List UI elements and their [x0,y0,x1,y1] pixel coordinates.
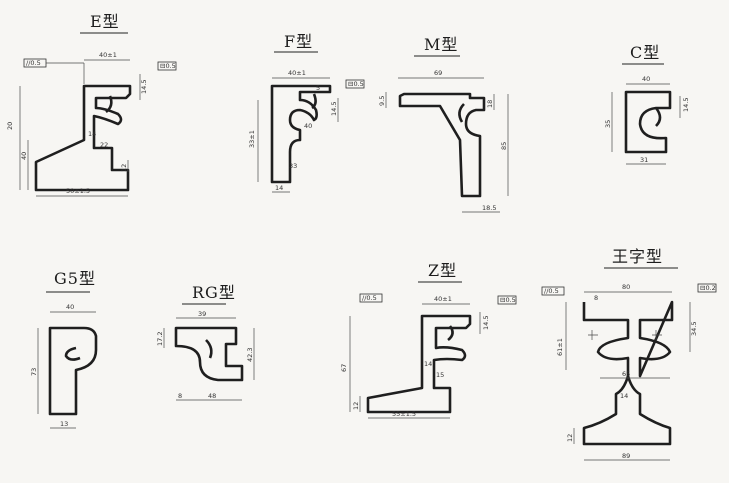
dim-label: 40±1 [99,51,117,59]
dim-label: 14 [424,360,432,368]
rg-hook [205,339,213,359]
dim-label: 55±1.5 [392,410,416,418]
dim-label: 18 [486,100,494,108]
dim-label: 40 [20,152,28,160]
profile-outline-z [366,314,472,414]
tag-flat [697,283,717,293]
dim-label: 50±1.5 [66,187,90,195]
tag-flat [497,295,517,305]
dim-label: 89 [622,452,630,460]
dim-label: 14.5 [682,98,690,112]
tag-label: //0.5 [544,287,559,295]
dim-label: 35 [604,120,612,128]
profile-m: M型 69 9.5 18 85 18.5 [378,35,509,213]
z-hook-inner [447,325,454,342]
dim-label: 14 [88,130,96,138]
dim-label: 13 [60,420,68,428]
tag-label: //0.5 [26,59,41,67]
dim-label: 40±1 [434,295,452,303]
dim-label: 12 [566,434,574,442]
dim-label: 48 [208,392,216,400]
profile-z: Z型 //0.5 ⊟0.5 40±1 14.5 14 15 67 12 55±1… [340,261,517,419]
dim-label: 12 [352,402,360,410]
dim-label: 61±1 [556,338,564,356]
profile-outline-wangzi [582,300,674,446]
tag-parallel [541,286,565,296]
profile-outline-m [398,92,486,198]
dim-label: 14.5 [330,102,338,116]
dim-label: 5 [316,84,320,92]
profile-outline-f [270,84,332,184]
dim-label: 15 [436,371,444,379]
dim-label: 65 [622,370,630,378]
e-hook-inner [105,95,113,114]
tag-label: ⊟0.5 [160,62,176,70]
tag-flat [345,79,365,89]
center-mark [588,330,598,340]
profile-wangzi: 王字型 //0.5 ⊟0.2 80 8 34.5 65 14 61±1 12 8… [541,247,717,461]
c-lip [654,107,662,127]
profile-f: F型 40±1 5 ⊟0.5 14.5 33 33±1 14 40 [248,32,365,193]
g5-notch [64,346,81,361]
title-m: M型 [424,35,458,54]
title-z: Z型 [428,261,457,280]
tag-label: //0.5 [362,294,377,302]
dim-label: 18.5 [482,204,496,212]
profile-e: E型 //0.5 ⊟0.5 40±1 14.5 20 40 14 22 12 5… [6,12,177,197]
dim-label: 39 [198,310,206,318]
profile-outline-c [624,90,672,154]
dim-label: 9.5 [378,96,386,106]
dim-label: 40±1 [288,69,306,77]
dim-label: 14 [620,392,628,400]
dim-label: 40 [642,75,650,83]
title-e: E型 [90,12,120,31]
dim-label: 14.5 [482,316,490,330]
dim-label: 33±1 [248,130,256,148]
dim-label: 31 [640,156,648,164]
dim-label: 85 [500,142,508,150]
tag-label: ⊟0.5 [500,296,516,304]
f-hook-inner [311,93,317,110]
center-mark [652,330,662,340]
profile-rg: RG型 39 17.2 42.3 8 48 [156,283,255,401]
title-f: F型 [284,32,313,51]
dim-label: 8 [594,294,598,302]
dim-label: 40 [304,122,312,130]
dim-label: 22 [100,141,108,149]
dim-label: 40 [66,303,74,311]
dim-label: 69 [434,69,442,77]
dim-label: 33 [289,162,297,170]
dim-label: 67 [340,364,348,372]
tag-label: ⊟0.2 [700,284,716,292]
dim-label: 80 [622,283,630,291]
dim-label: 14 [275,184,283,192]
dim-label: 34.5 [690,322,698,336]
tag-flat [157,61,177,71]
title-wangzi: 王字型 [612,247,663,266]
profile-outline-e [34,84,132,192]
dim-label: 42.3 [246,348,254,362]
dim-label: 8 [178,392,182,400]
title-g5: G5型 [54,269,96,288]
tag-parallel [359,293,383,303]
dim-label: 17.2 [156,332,164,346]
m-slot [458,103,465,123]
dim-label: 14.5 [140,80,148,94]
profile-c: C型 40 14.5 35 31 [604,43,690,165]
title-rg: RG型 [192,283,236,302]
profile-g5: G5型 40 73 13 [30,269,98,429]
profile-outline-rg [174,326,244,382]
dim-label: 20 [6,122,14,130]
title-c: C型 [630,43,660,62]
tag-label: ⊟0.5 [348,80,364,88]
dim-label: 12 [120,164,128,172]
dim-label: 73 [30,368,38,376]
profile-outline-g5 [48,326,98,416]
